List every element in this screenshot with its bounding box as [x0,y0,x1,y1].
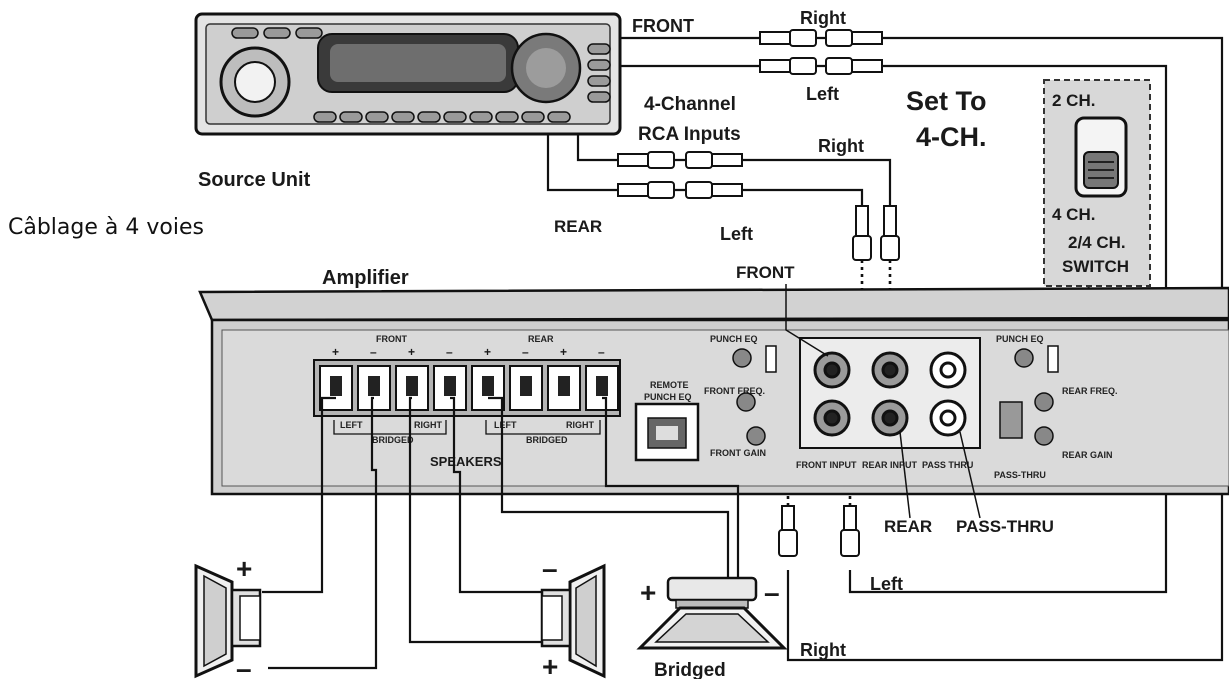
wire-label-left-top: Left [806,84,839,104]
speaker-wires [262,396,740,670]
terminal-polarity: + [484,345,491,359]
wire-label-left-mid: Left [720,224,753,244]
sub-plus: + [640,577,656,608]
set-to-line2: 4-CH. [916,122,987,152]
rca-inputs-line2: RCA Inputs [638,124,741,145]
rca-input-panel: FRONT INPUT REAR INPUT PASS THRU [785,284,981,519]
front-freq-knob[interactable] [736,392,756,412]
terminal-polarity: – [598,345,605,359]
svg-text:PASS THRU: PASS THRU [922,460,973,470]
rear-punch-eq-knob[interactable] [1014,348,1034,368]
svg-text:FRONT FREQ.: FRONT FREQ. [704,386,765,396]
wire-label-right-top: Right [800,8,846,28]
speaker-terminal[interactable] [395,365,429,411]
wire-label-rear: REAR [554,217,602,236]
left-speaker [194,563,262,679]
wire-label-right-mid: Right [818,136,864,156]
remote-punch-eq-port: REMOTE PUNCH EQ [634,380,700,462]
svg-text:PUNCH EQ: PUNCH EQ [644,392,692,402]
svg-text:PASS-THRU: PASS-THRU [994,470,1046,480]
rear-freq-knob[interactable] [1034,392,1054,412]
bridged-b: BRIDGED [526,435,568,445]
switch-label-4ch: 4 CH. [1052,205,1095,224]
terminal-group-rear: REAR [528,334,554,344]
speaker-terminal-block: + – + – + – + – FRONT REAR LEFT RIGHT LE… [313,334,621,469]
terminal-left-b: LEFT [494,420,517,430]
wire-label-rear-amp: REAR [884,517,932,536]
left-speaker-minus: – [236,653,252,679]
svg-text:REAR FREQ.: REAR FREQ. [1062,386,1118,396]
bridged-label: Bridged [654,660,726,679]
terminal-right-a: RIGHT [414,420,443,430]
terminal-polarity: – [370,345,377,359]
wire-label-front-top: FRONT [632,16,694,36]
rear-gain-knob[interactable] [1034,426,1054,446]
rca-connectors [617,29,900,557]
svg-text:FRONT GAIN: FRONT GAIN [710,448,766,458]
svg-text:PUNCH EQ: PUNCH EQ [996,334,1044,344]
terminal-left-a: LEFT [340,420,363,430]
rca-inputs-line1: 4-Channel [644,94,736,115]
head-unit-side-buttons [587,43,611,103]
svg-text:PUNCH EQ: PUNCH EQ [710,334,758,344]
terminal-polarity: + [332,345,339,359]
speaker-terminal[interactable] [357,365,391,411]
channel-mode-switch[interactable] [999,401,1023,439]
source-unit [194,12,622,136]
speaker-terminal[interactable] [585,365,619,411]
wire-label-left-bottom: Left [870,574,903,594]
bridged-a: BRIDGED [372,435,414,445]
left-speaker-plus: + [236,553,252,584]
middle-speaker-plus: + [542,651,558,679]
front-punch-eq-knob[interactable] [732,348,752,368]
front-crossover-switch[interactable] [765,345,777,373]
amplifier-label: Amplifier [322,267,409,289]
terminal-group-front: FRONT [376,334,407,344]
wire-label-pass-thru: PASS-THRU [956,517,1054,536]
speakers-label: SPEAKERS [430,454,502,469]
rear-controls: PUNCH EQ REAR FREQ. REAR GAIN PASS-THRU [994,334,1118,480]
terminal-polarity: – [446,345,453,359]
wire-label-front-amp: FRONT [736,263,795,282]
terminal-right-b: RIGHT [566,420,595,430]
svg-text:REAR INPUT: REAR INPUT [862,460,918,470]
rear-crossover-switch[interactable] [1047,345,1059,373]
head-unit-bottom-buttons [313,111,571,123]
middle-speaker [540,563,606,679]
head-unit-top-buttons [231,27,323,39]
sub-minus: – [764,577,780,608]
terminal-polarity: – [522,345,529,359]
caption: Câblage à 4 voies [8,215,204,240]
wire-label-right-bottom: Right [800,640,846,660]
terminal-polarity: + [560,345,567,359]
middle-speaker-minus: – [542,553,558,584]
front-gain-knob[interactable] [746,426,766,446]
terminal-polarity: + [408,345,415,359]
switch-panel: 2 CH. 4 CH. 2/4 CH. SWITCH [1011,79,1151,361]
set-to-line1: Set To [906,86,987,116]
svg-text:FRONT INPUT: FRONT INPUT [796,460,857,470]
subwoofer-speaker [636,576,788,650]
front-controls: PUNCH EQ FRONT FREQ. FRONT GAIN [704,334,777,458]
svg-text:REAR GAIN: REAR GAIN [1062,450,1113,460]
svg-text:REMOTE: REMOTE [650,380,689,390]
switch-label-2ch: 2 CH. [1052,91,1095,110]
source-unit-label: Source Unit [198,169,311,191]
switch-name-line2: SWITCH [1062,257,1129,276]
switch-name-line1: 2/4 CH. [1068,233,1126,252]
